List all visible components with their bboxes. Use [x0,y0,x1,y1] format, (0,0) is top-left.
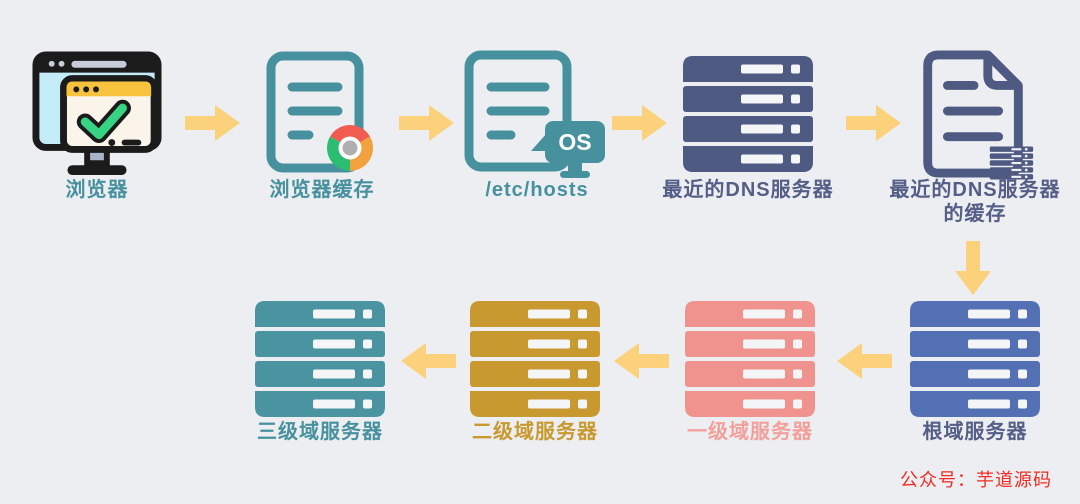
arrow-down-dnscache-to-root-icon [954,241,992,295]
arrow-right-hosts-to-dns-icon [612,104,667,142]
document-chrome-icon [263,51,381,176]
server-rack-icon-svg [910,301,1040,417]
server-rack-icon [910,300,1040,418]
node-label-etc-hosts: /etc/hosts [485,179,589,201]
node-label-nearest-dns-cache-line2: 的缓存 [943,203,1007,225]
node-label-level3-server: 三级域服务器 [257,421,383,443]
watermark-text: 公众号：芋道源码 [900,470,1052,490]
document-cache-icon [914,50,1036,180]
server-rack-icon [683,52,813,176]
chrome-logo-icon [326,124,374,171]
arrow-left-root-to-level1-icon [837,342,892,380]
node-label-root-server: 根域服务器 [922,421,1028,443]
server-rack-icon [470,300,600,418]
node-level1-server: 一级域服务器 [680,300,820,444]
browser-monitor-icon-svg [32,51,162,176]
document-chrome-icon-svg [266,51,374,173]
node-etc-hosts: OS /etc/hosts [461,50,613,202]
node-label-level1-server: 一级域服务器 [687,421,813,443]
browser-monitor-icon [27,51,167,176]
node-label-nearest-dns: 最近的DNS服务器 [662,179,834,201]
server-rack-icon [255,300,385,418]
server-rack-icon-svg [255,301,385,417]
arrow-right-browser-to-cache-icon [185,104,240,142]
server-rack-icon-svg [685,301,815,417]
mini-server-stack-icon [989,146,1034,180]
server-rack-icon [685,300,815,418]
node-level3-server: 三级域服务器 [250,300,390,444]
os-badge-label: OS [558,129,591,155]
server-rack-icon-svg [470,301,600,417]
document-cache-icon-svg [923,50,1034,180]
node-label-browser-cache: 浏览器缓存 [269,179,375,201]
node-label-browser: 浏览器 [65,179,129,201]
node-browser-cache: 浏览器缓存 [252,51,392,202]
arrow-left-level1-to-level2-icon [614,342,669,380]
node-nearest-dns-server: 最近的DNS服务器 [662,52,833,202]
node-browser: 浏览器 [22,51,172,202]
node-root-server: 根域服务器 [905,300,1045,444]
node-label-level2-server: 二级域服务器 [472,421,598,443]
arrow-right-cache-to-hosts-icon [399,104,454,142]
arrow-right-dns-to-dnscache-icon [846,104,901,142]
arrow-left-level2-to-level3-icon [401,342,456,380]
node-nearest-dns-cache: 最近的DNS服务器 的缓存 [885,50,1065,226]
server-rack-icon-svg [683,56,813,172]
node-level2-server: 二级域服务器 [465,300,605,444]
document-os-icon-svg: OS [464,50,605,178]
document-os-icon: OS [461,50,613,178]
node-label-nearest-dns-cache-line1: 最近的DNS服务器 [889,179,1061,201]
